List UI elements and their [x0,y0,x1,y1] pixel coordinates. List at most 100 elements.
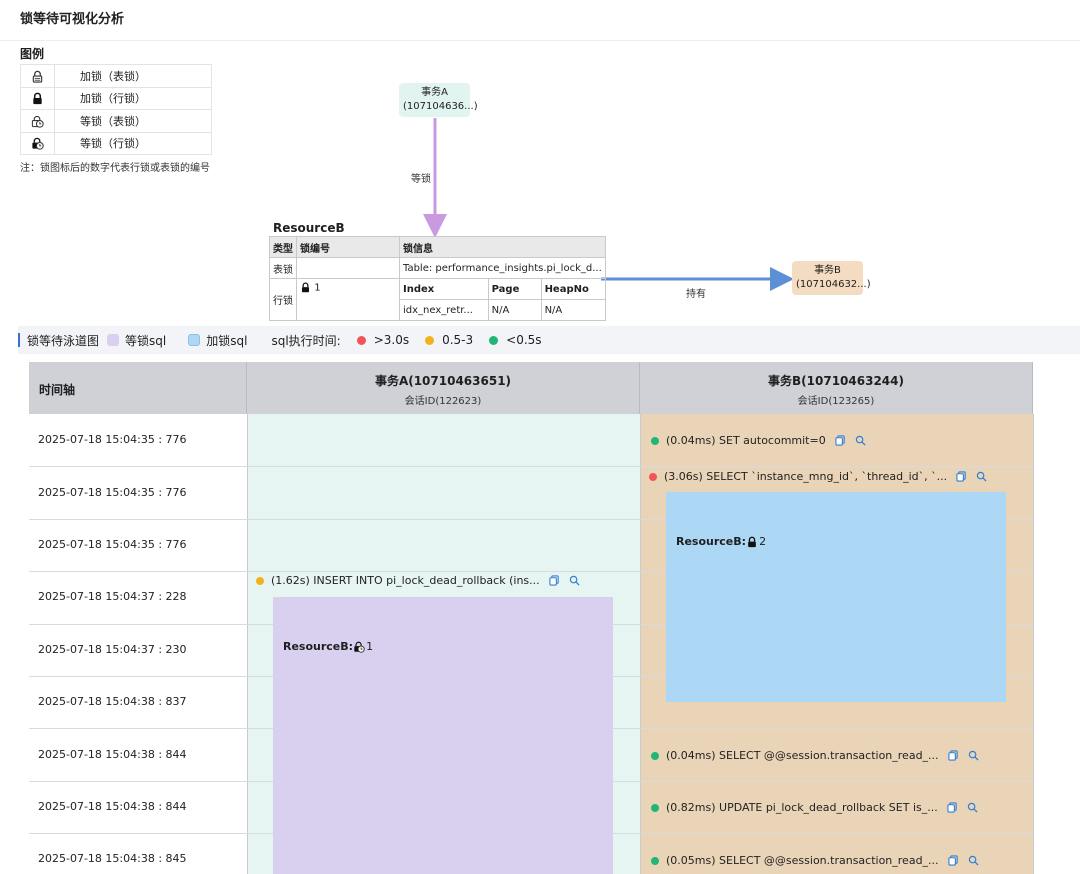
exec-time-dot [651,856,659,865]
lock-sql-swatch [188,334,201,346]
fast-dot [489,335,499,345]
search-icon[interactable] [968,855,979,866]
search-icon[interactable] [967,802,978,813]
time-cell: 2025-07-18 15:04:35 : 776 [38,485,187,499]
resource-subheader-page: Page [487,278,542,300]
exec-time-dot [651,436,659,445]
wait-block-a-num: 1 [366,640,374,653]
exec-level-slow-label: >3.0s [373,333,410,347]
time-cell: 2025-07-18 15:04:37 : 228 [38,590,187,604]
legend-wait-sql-label: 等锁sql [125,333,167,348]
wait-block-a-resource: ResourceB: [283,640,354,653]
slow-dot [356,335,366,345]
time-axis-header: 时间轴 [29,362,247,414]
table-lock-wait-icon [31,115,44,128]
sql-item: (0.04ms) SET autocommit=0 [651,434,866,447]
resource-header-lockno: 锁编号 [296,236,400,258]
legend-item: 等锁（表锁） [20,109,212,133]
swimlane-header-bar: 锁等待泳道图 等锁sql 加锁sql sql执行时间: >3.0s 0.5-3 … [18,326,1080,354]
lock-block-b-label: ResourceB: 2 [676,535,766,548]
legend-label: 等锁（表锁） [54,109,212,133]
copy-icon[interactable] [947,802,958,813]
row-lock-icon [33,92,42,105]
table-lock-icon [32,70,43,83]
lock-block-b-num: 2 [759,535,767,548]
swimlane-title: 锁等待泳道图 [27,333,100,348]
legend-title: 图例 [20,47,45,61]
search-icon[interactable] [569,575,580,586]
legend-lock-sql: 加锁sql [188,332,247,349]
txn-a-id: (107104636...) [403,101,478,112]
exec-time-label: sql执行时间: [271,333,341,348]
resource-row1-info: Table: performance_insights.pi_lock_d... [399,257,606,279]
legend-lock-sql-label: 加锁sql [206,333,248,348]
copy-icon[interactable] [947,855,959,866]
time-cell: 2025-07-18 15:04:35 : 776 [38,433,187,447]
time-axis-title: 时间轴 [39,383,76,397]
sql-item: (0.05ms) SELECT @@session.transaction_re… [651,854,979,867]
wait-edge-label: 等锁 [411,174,431,185]
time-cell: 2025-07-18 15:04:38 : 845 [38,852,187,866]
exec-level-slow: >3.0s [356,333,410,347]
exec-time-dot [649,472,657,481]
row-lock-wait-icon [354,641,365,653]
resource-subheader-index: Index [399,278,489,300]
copy-icon[interactable] [549,575,560,586]
txn-a-session: 会话ID(122623) [404,396,482,407]
exec-time-dot [651,803,659,812]
sql-text: (0.04ms) SELECT @@session.transaction_re… [666,749,939,762]
exec-level-fast-label: <0.5s [506,333,542,347]
copy-icon[interactable] [835,435,846,446]
txn-a-header: 事务A(10710463651) 会话ID(122623) [247,362,640,414]
resource-row2-lockno-cell: 1 [296,278,400,321]
copy-icon[interactable] [947,750,959,761]
row-lock-icon [748,536,756,547]
txn-a-title: 事务A(10710463651) [374,374,512,388]
exec-time-dot [256,576,264,585]
col-separator [247,414,248,874]
resource-row2-lockno: 1 [314,282,321,294]
time-cell: 2025-07-18 15:04:37 : 230 [38,642,187,656]
sql-item: (0.04ms) SELECT @@session.transaction_re… [651,749,979,762]
medium-dot [425,335,435,345]
lock-sql-block-b[interactable]: ResourceB: 2 [666,492,1006,702]
time-cell: 2025-07-18 15:04:38 : 844 [38,800,187,813]
resource-row1-lockno [296,257,400,279]
section-accent [18,333,20,347]
exec-time-dot [651,751,659,760]
txn-b-node[interactable]: 事务B (107104632...) [792,261,871,295]
hold-edge-label: 持有 [686,289,706,300]
search-icon[interactable] [976,471,987,482]
txn-b-header: 事务B(10710463244) 会话ID(123265) [640,362,1033,414]
time-cell: 2025-07-18 15:04:38 : 844 [38,747,187,761]
row-lock-icon [301,282,310,293]
copy-icon[interactable] [956,471,967,482]
row-lock-wait-icon [32,137,44,150]
txn-b-id: (107104632...) [796,279,871,290]
resource-header-type: 类型 [269,236,297,258]
resource-row2-type: 行锁 [269,278,297,321]
legend-wait-sql: 等锁sql [107,332,166,349]
legend-label: 加锁（行锁） [54,86,212,110]
legend-label: 等锁（行锁） [54,131,212,155]
search-icon[interactable] [968,750,979,761]
sql-text: (1.62s) INSERT INTO pi_lock_dead_rollbac… [271,574,540,587]
row-divider [29,518,1033,520]
wait-sql-block-a[interactable]: ResourceB: 1 [273,597,613,874]
row-divider [29,571,1033,573]
resource-header-info: 锁信息 [399,236,606,258]
resource-value-heapno: N/A [540,299,606,321]
col-separator [640,414,641,874]
txn-a-node[interactable]: 事务A (107104636...) [399,83,478,117]
page-title: 锁等待可视化分析 [20,12,125,27]
exec-level-medium: 0.5-3 [425,333,473,347]
resource-row1-type: 表锁 [269,257,297,279]
resource-value-page: N/A [487,299,542,321]
exec-level-fast: <0.5s [489,333,542,347]
legend-note: 注：锁图标后的数字代表行锁或表锁的编号 [20,163,210,174]
resource-title: ResourceB [273,221,345,235]
search-icon[interactable] [855,435,866,446]
txn-b-session: 会话ID(123265) [797,396,875,407]
col-separator [1033,414,1034,874]
sql-text: (3.06s) SELECT `instance_mng_id`, `threa… [664,470,948,483]
